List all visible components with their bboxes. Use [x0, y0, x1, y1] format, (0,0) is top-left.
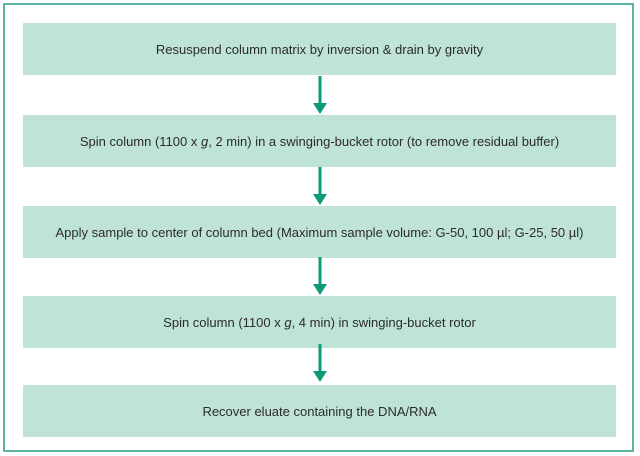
- step-2-box: Spin column (1100 x g, 2 min) in a swing…: [23, 115, 616, 167]
- step-5-box: Recover eluate containing the DNA/RNA: [23, 385, 616, 437]
- arrow-down-icon: [310, 344, 330, 384]
- step-3-text: Apply sample to center of column bed (Ma…: [55, 224, 584, 240]
- arrow-down-icon: [310, 257, 330, 297]
- step-1-text: Resuspend column matrix by inversion & d…: [155, 41, 484, 57]
- arrow-down-icon: [310, 76, 330, 116]
- step-5-text: Recover eluate containing the DNA/RNA: [202, 403, 437, 419]
- step-4-box: Spin column (1100 x g, 4 min) in swingin…: [23, 296, 616, 348]
- step-1-box: Resuspend column matrix by inversion & d…: [23, 23, 616, 75]
- step-2-text: Spin column (1100 x g, 2 min) in a swing…: [79, 133, 560, 149]
- step-4-text: Spin column (1100 x g, 4 min) in swingin…: [163, 314, 476, 330]
- arrow-down-icon: [310, 167, 330, 207]
- step-3-box: Apply sample to center of column bed (Ma…: [23, 206, 616, 258]
